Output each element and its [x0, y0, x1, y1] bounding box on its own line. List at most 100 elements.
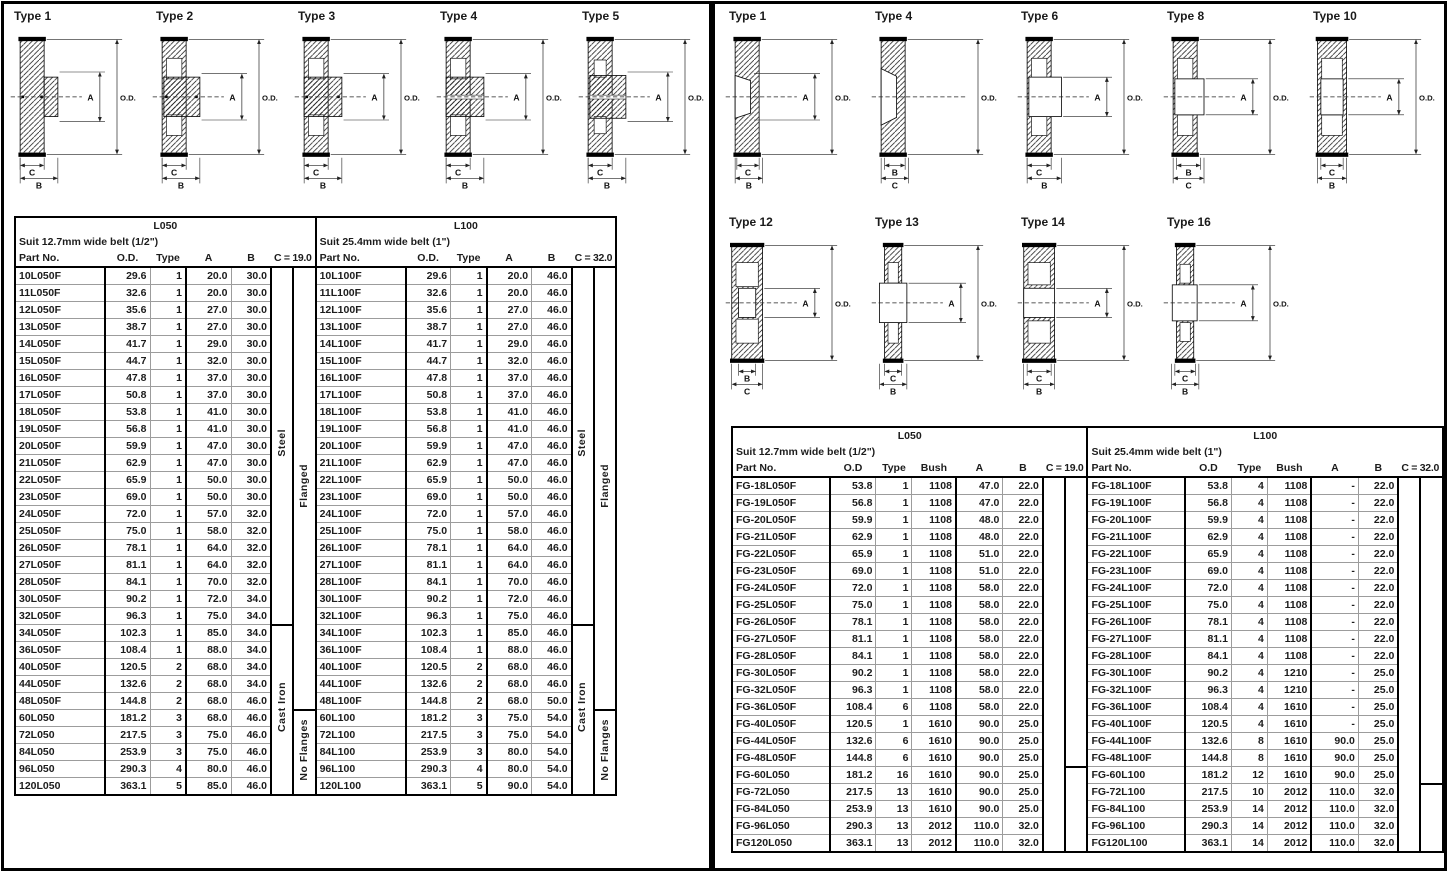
spec-cell: 41.0: [185, 420, 232, 438]
spec-cell: 3: [450, 726, 488, 744]
spec-cell: 32L100F: [314, 607, 407, 625]
spec-cell: 65.9: [828, 545, 877, 563]
svg-text:B: B: [1185, 168, 1191, 178]
spec-cell: 1108: [1266, 494, 1312, 512]
spec-cell: 29.6: [404, 266, 452, 285]
spec-cell: 75.0: [828, 596, 877, 614]
spec-cell: 1108: [1266, 596, 1312, 614]
spec-cell: 22.0: [1357, 596, 1399, 614]
svg-text:C: C: [1185, 181, 1191, 191]
spec-cell: 88.0: [185, 641, 232, 659]
spec-cell: 32.6: [104, 284, 151, 302]
spec-cell: 217.5: [1184, 783, 1232, 801]
spec-cell: 4: [1230, 528, 1268, 546]
spec-cell: FG-26L050F: [731, 613, 831, 631]
diagram-type-label: Type 10: [1313, 9, 1357, 23]
spec-cell: 120L050: [14, 777, 106, 796]
spec-cell: 1210: [1266, 681, 1312, 699]
spec-cell: 290.3: [104, 760, 151, 778]
spec-cell: FG-30L050F: [731, 664, 831, 682]
spec-cell: 90.2: [404, 590, 452, 608]
spec-cell: 4: [1230, 698, 1268, 716]
flange-label-cell: [1063, 476, 1089, 768]
spec-cell: 54.0: [531, 760, 573, 778]
flange-label-cell: Flanged: [292, 266, 317, 711]
column-header: O.D: [829, 460, 876, 478]
spec-cell: 32.0: [485, 352, 533, 370]
spec-cell: 22.0: [1357, 476, 1399, 495]
spec-cell: 24L100F: [314, 505, 407, 523]
spec-cell: 46.0: [531, 505, 573, 523]
spec-cell: 30.0: [230, 369, 272, 387]
spec-cell: FG-26L100F: [1086, 613, 1186, 631]
spec-cell: 290.3: [404, 760, 452, 778]
spec-cell: 24L050F: [14, 505, 106, 523]
spec-cell: 23L100F: [314, 488, 407, 506]
spec-cell: 8: [1230, 749, 1268, 767]
spec-cell: 181.2: [1184, 766, 1232, 784]
svg-text:A: A: [802, 298, 808, 308]
spec-cell: 32.0: [1002, 817, 1044, 835]
svg-text:A: A: [229, 92, 235, 102]
column-header: O.D.: [405, 250, 451, 268]
spec-cell: FG-44L050F: [731, 732, 831, 750]
spec-cell: 80.0: [485, 743, 533, 761]
spec-cell: 46.0: [531, 386, 573, 404]
spec-cell: 72L100: [314, 726, 407, 744]
spec-cell: FG120L100: [1086, 834, 1186, 853]
spec-cell: 1108: [1266, 528, 1312, 546]
spec-cell: 68.0: [485, 692, 533, 710]
spec-cell: 88.0: [485, 641, 533, 659]
spec-cell: 2012: [1266, 783, 1312, 801]
svg-text:B: B: [1182, 387, 1188, 397]
spec-cell: 69.0: [404, 488, 452, 506]
spec-cell: 46.0: [531, 471, 573, 489]
spec-cell: 81.1: [1184, 630, 1232, 648]
spec-cell: 22.0: [1357, 494, 1399, 512]
spec-cell: 4: [1230, 579, 1268, 597]
spec-cell: 25.0: [1002, 766, 1044, 784]
spec-cell: 32.0: [1357, 783, 1399, 801]
spec-cell: 22.0: [1002, 630, 1044, 648]
spec-cell: 56.8: [828, 494, 877, 512]
svg-text:A: A: [1386, 92, 1392, 102]
spec-cell: 30.0: [230, 301, 272, 319]
spec-cell: 30.0: [230, 266, 272, 285]
spec-cell: 1: [149, 522, 187, 540]
series-title: L100: [1086, 427, 1443, 444]
spec-cell: 90.0: [954, 749, 1004, 767]
spec-cell: 96.3: [1184, 681, 1232, 699]
series-subtitle: Suit 12.7mm wide belt (1/2"): [19, 235, 159, 248]
spec-cell: 4: [1230, 545, 1268, 563]
c-dimension-header: C = 32.0: [1398, 460, 1443, 478]
column-header: A: [955, 460, 1003, 478]
spec-cell: FG-19L100F: [1086, 494, 1186, 512]
column-header: B: [531, 250, 572, 268]
column-header: A: [186, 250, 231, 268]
spec-cell: 1: [149, 437, 187, 455]
spec-cell: 32.0: [230, 522, 272, 540]
spec-cell: 22.0: [1002, 681, 1044, 699]
spec-cell: 102.3: [104, 624, 151, 642]
spec-cell: 13: [875, 834, 913, 853]
spec-cell: 26L100F: [314, 539, 407, 557]
spec-cell: 25.0: [1002, 749, 1044, 767]
flange-label-cell: No Flanges: [292, 708, 317, 796]
spec-cell: 64.0: [485, 539, 533, 557]
spec-cell: -: [1310, 698, 1359, 716]
diagram-type-label: Type 13: [875, 215, 919, 229]
series-title: L050: [153, 219, 178, 232]
spec-cell: 44L050F: [14, 675, 106, 693]
spec-cell: FG-96L050: [731, 817, 831, 835]
